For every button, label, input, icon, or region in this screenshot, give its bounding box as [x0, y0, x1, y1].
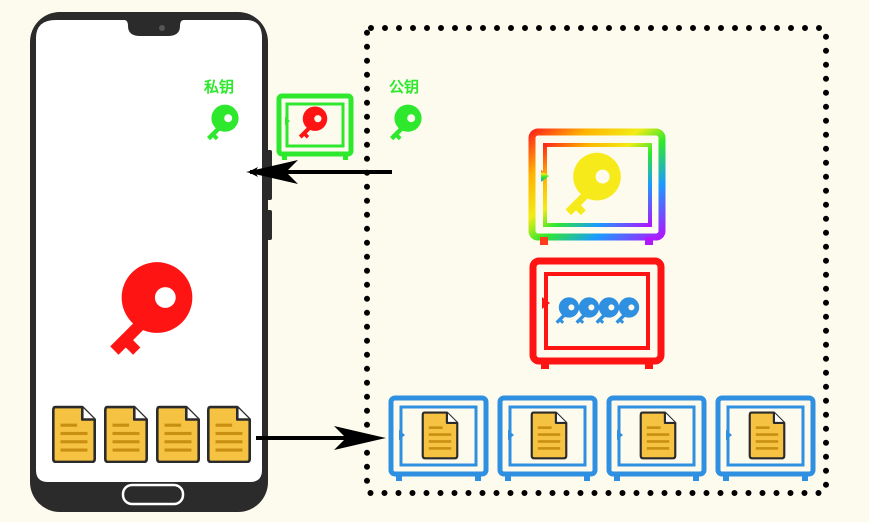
document-icon — [423, 413, 458, 459]
encrypted-documents — [388, 395, 816, 481]
encrypted-document-safe-icon — [497, 395, 598, 481]
key-icon — [576, 297, 600, 324]
key-icon — [596, 297, 620, 324]
encrypted-document-safe-icon — [606, 395, 707, 481]
key-icon — [556, 297, 580, 324]
keys-safe-icon — [529, 257, 665, 369]
encrypted-private-key-safe-icon — [276, 93, 354, 160]
rainbow-master-key-safe-icon — [528, 128, 666, 245]
document-icon — [157, 407, 198, 462]
document-icon — [208, 407, 249, 462]
phone-screen — [36, 20, 262, 482]
key-icon — [616, 297, 640, 324]
document-icon — [532, 413, 567, 459]
public-key-label: 公钥 — [389, 78, 419, 96]
server-region — [364, 25, 829, 496]
document-icon — [105, 407, 146, 462]
private-key-label: 私钥 — [203, 78, 234, 96]
document-icon — [53, 407, 94, 462]
master-key-icon — [566, 153, 621, 215]
public-key-small-icon — [390, 105, 422, 141]
encrypted-document-safe-icon — [388, 395, 489, 481]
document-icon — [641, 413, 676, 459]
document-icon — [750, 413, 785, 459]
phone-home-button — [121, 483, 185, 506]
encrypted-document-safe-icon — [715, 395, 816, 481]
